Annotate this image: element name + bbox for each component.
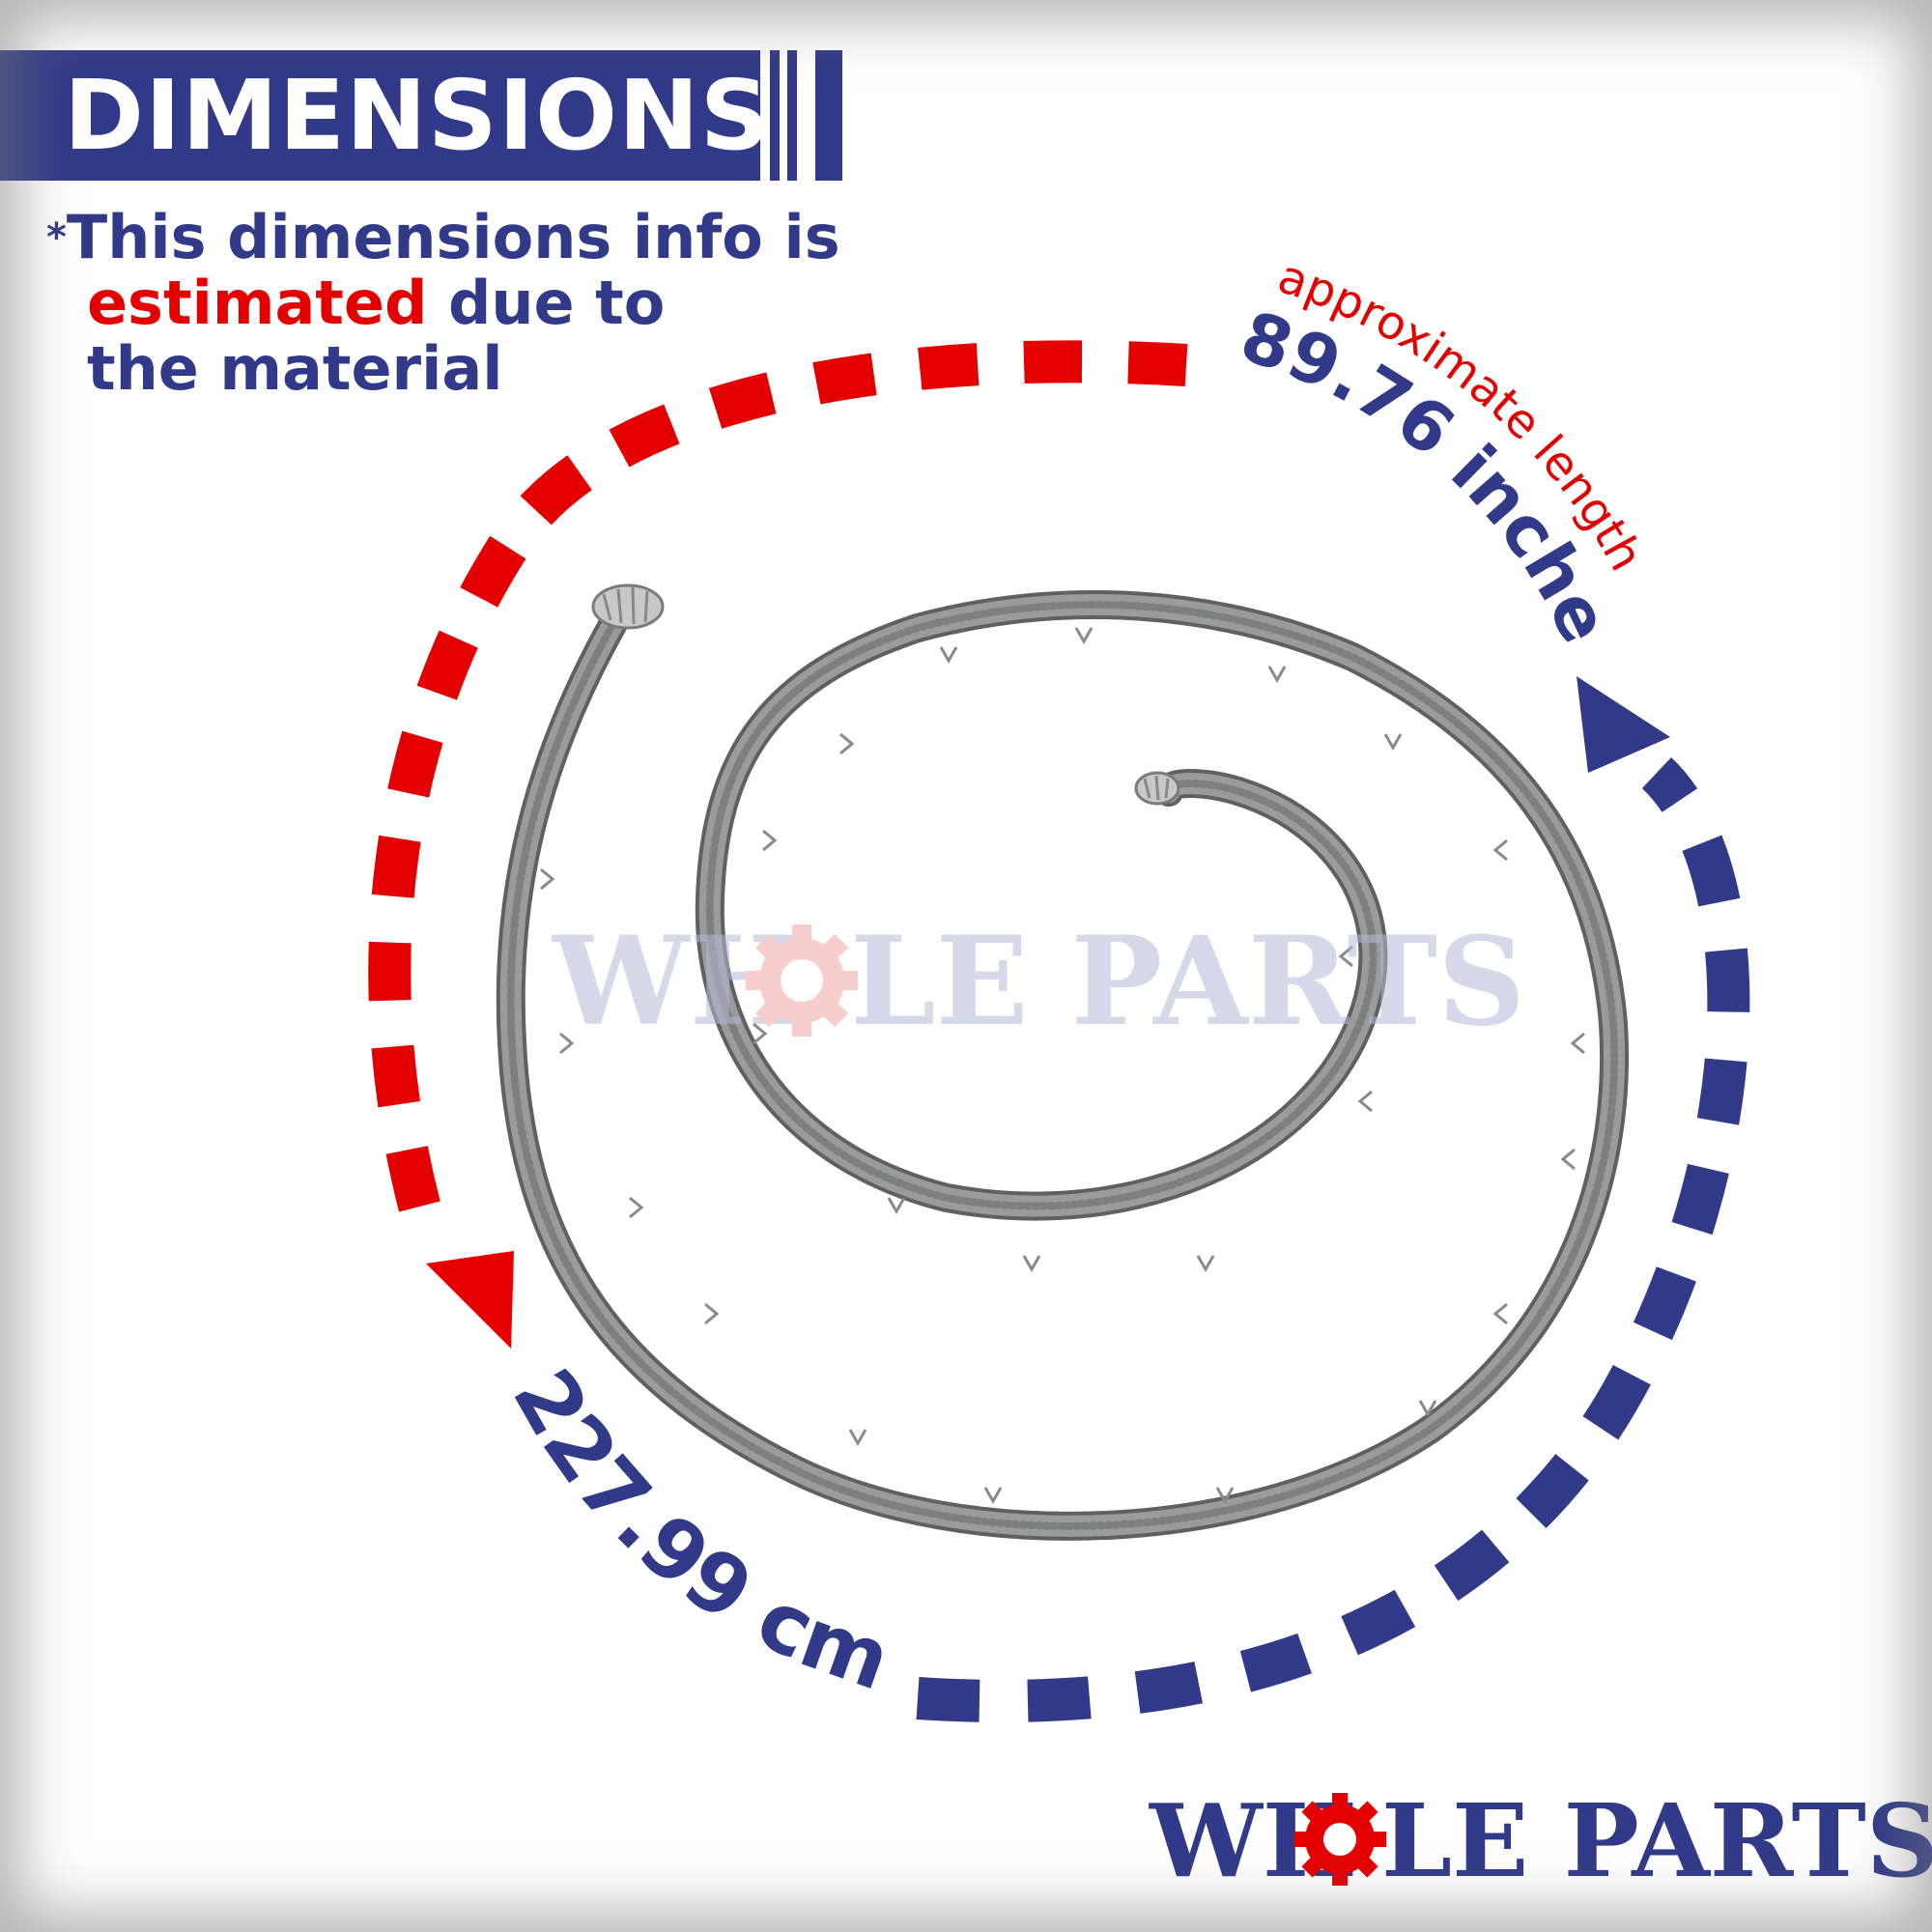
page-title: DIMENSIONS <box>64 59 771 172</box>
logo-text-right: LE PARTS <box>1381 1781 1932 1900</box>
watermark: WH LE PARTS <box>551 910 1525 1053</box>
header-stripe <box>770 50 780 181</box>
gear-icon <box>1293 1793 1386 1886</box>
watermark-text-right: LE PARTS <box>850 910 1525 1053</box>
retainer-clip <box>629 1196 644 1219</box>
retainer-clip <box>1338 945 1353 968</box>
retainer-clip <box>559 1032 575 1055</box>
retainer-clip <box>848 1429 867 1447</box>
retainer-clip <box>1267 666 1287 684</box>
brand-logo: WH LE PARTS <box>1149 1781 1932 1900</box>
frayed-end <box>591 583 665 630</box>
note-line-2: due to <box>427 268 666 338</box>
retainer-clip <box>887 1197 906 1215</box>
retainer-clip <box>1418 1400 1437 1418</box>
retainer-clip <box>1492 1302 1508 1325</box>
navy-arrow-head <box>1577 676 1670 773</box>
retainer-clip <box>1383 733 1403 752</box>
retainer-clip <box>1570 1032 1585 1055</box>
retainer-clip <box>704 1302 720 1325</box>
retainer-clip <box>762 829 778 852</box>
retainer-clip <box>839 732 855 755</box>
frayed-end <box>1134 771 1180 806</box>
note-line-1: This dimensions info is <box>66 202 840 272</box>
header-stripe <box>815 50 842 181</box>
retainer-clip <box>1196 1255 1215 1273</box>
gasket-cord <box>496 583 1630 1541</box>
retainer-clip <box>540 867 555 891</box>
note-line-3: the material <box>87 333 503 404</box>
header-stripe <box>787 50 797 181</box>
estimation-note: *This dimensions info is estimated due t… <box>46 205 840 402</box>
gear-icon <box>746 924 858 1037</box>
retainer-clip <box>753 1022 768 1045</box>
red-arrow-head <box>426 1251 514 1349</box>
retainer-clip <box>1357 1090 1373 1113</box>
retainer-clip <box>1215 1487 1235 1505</box>
retainer-clip <box>1022 1255 1041 1273</box>
retainer-clip <box>939 646 958 665</box>
note-highlight: estimated <box>87 268 428 338</box>
note-asterisk: * <box>46 215 67 260</box>
red-dashed-arc <box>368 340 1188 1233</box>
retainer-clip <box>1492 838 1508 862</box>
retainer-clip <box>983 1487 1003 1505</box>
retainer-clip <box>1560 1148 1576 1171</box>
navy-dashed-arc <box>916 757 1750 1722</box>
retainer-clip <box>1074 627 1094 645</box>
header-banner <box>0 50 760 181</box>
